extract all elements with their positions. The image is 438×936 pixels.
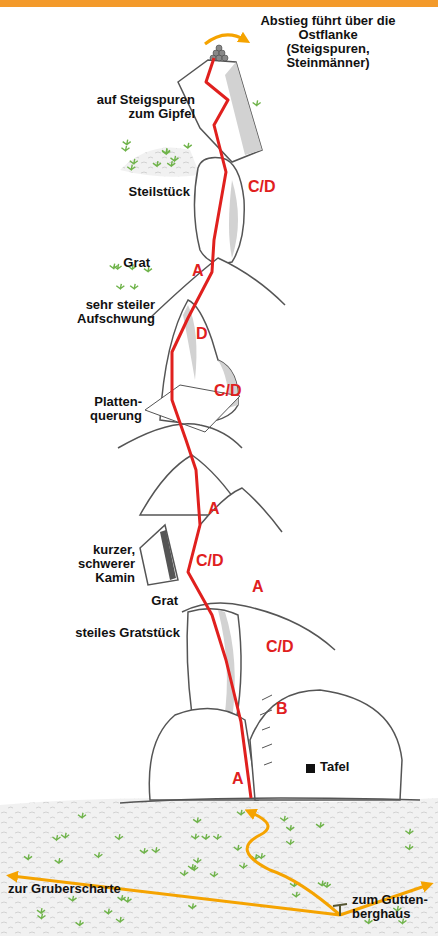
signpost — [333, 904, 347, 916]
grass-tuft — [115, 834, 123, 839]
grass-tuft — [37, 908, 45, 913]
topo-label: Abstieg führt über die Ostflanke (Steigs… — [258, 14, 398, 70]
topo-label: Tafel — [320, 760, 370, 774]
grass-tuft — [188, 864, 196, 869]
grass-tuft — [140, 848, 148, 853]
grade-label: A — [252, 578, 277, 595]
grass-tuft — [24, 854, 32, 859]
grass-tuft — [153, 161, 161, 166]
grass-tuft — [286, 825, 294, 830]
grass-tuft — [188, 903, 196, 908]
grass-tuft — [237, 810, 245, 815]
scree-ground — [0, 798, 438, 936]
topo-label: Grat — [130, 594, 178, 608]
topo-label: sehr steiler Aufschwung — [55, 298, 155, 326]
grass-tuft — [257, 853, 265, 858]
chimney-rock — [140, 525, 178, 585]
grass-tuft — [52, 835, 60, 840]
grass-tuft — [76, 920, 84, 925]
ridge — [150, 258, 285, 318]
grass-tuft — [191, 834, 199, 839]
info-board — [306, 764, 315, 773]
grade-label: C/D — [196, 552, 236, 569]
descent-arrow — [205, 35, 245, 44]
grass-tuft — [152, 847, 160, 852]
grass-tuft — [234, 845, 242, 850]
grade-label: C/D — [266, 638, 306, 655]
grass-tuft — [213, 834, 221, 839]
grass-tuft — [123, 140, 131, 145]
grass-tuft — [286, 839, 294, 844]
grass-tuft — [193, 858, 201, 863]
grass-tuft — [180, 870, 188, 875]
grass-tuft — [116, 917, 124, 922]
grass-tuft — [405, 844, 413, 849]
grass-tuft — [78, 813, 86, 818]
topo-label: zur Gruberscharte — [8, 882, 158, 896]
grass-tuft — [210, 871, 218, 876]
grass-tuft — [162, 148, 170, 153]
grass-tuft — [162, 149, 170, 154]
grass-tuft — [318, 881, 326, 886]
grade-label: C/D — [248, 178, 288, 195]
grass-tuft — [170, 156, 178, 161]
grass-tuft — [37, 914, 45, 919]
topo-label: kurzer, schwerer Kamin — [40, 543, 135, 585]
grass-tuft — [405, 829, 413, 834]
grass-tuft — [61, 833, 69, 838]
grass-tuft — [193, 817, 201, 822]
grade-label: C/D — [214, 382, 254, 399]
topo-label: Steilstück — [100, 185, 190, 199]
grass-tuft — [130, 159, 138, 164]
grass-tuft — [104, 909, 112, 914]
topo-label: Platten- querung — [70, 395, 142, 423]
grass-tuft — [110, 264, 118, 269]
grass-tuft — [116, 284, 124, 289]
grass-tuft — [94, 852, 102, 857]
grass-tuft — [253, 100, 261, 105]
grass-tuft — [167, 161, 175, 166]
topo-label: auf Steigspuren zum Gipfel — [80, 93, 195, 121]
grade-label: A — [192, 262, 217, 279]
top-band — [0, 0, 438, 7]
climbing-route — [172, 58, 251, 798]
topo-label: Grat — [100, 256, 150, 270]
grass-tuft — [55, 858, 63, 863]
grade-label: D — [196, 325, 221, 342]
grass-tuft — [292, 892, 300, 897]
approach-arrow — [247, 812, 340, 915]
topo-label: steiles Gratstück — [50, 626, 180, 640]
grass-tuft — [130, 284, 138, 289]
grass-tuft — [127, 165, 135, 170]
grass-tuft — [184, 143, 192, 148]
topo-label: zum Gutten- berghaus — [352, 893, 432, 921]
grass-tuft — [316, 822, 324, 827]
grass-tuft — [202, 834, 210, 839]
grade-label: A — [232, 770, 250, 787]
grass-tuft — [69, 896, 77, 901]
base-rock — [250, 690, 402, 800]
grass-tuft — [280, 816, 288, 821]
grade-label: A — [208, 500, 233, 517]
grade-label: B — [276, 700, 296, 717]
grass-tuft — [121, 146, 129, 151]
grass-tuft — [239, 863, 247, 868]
